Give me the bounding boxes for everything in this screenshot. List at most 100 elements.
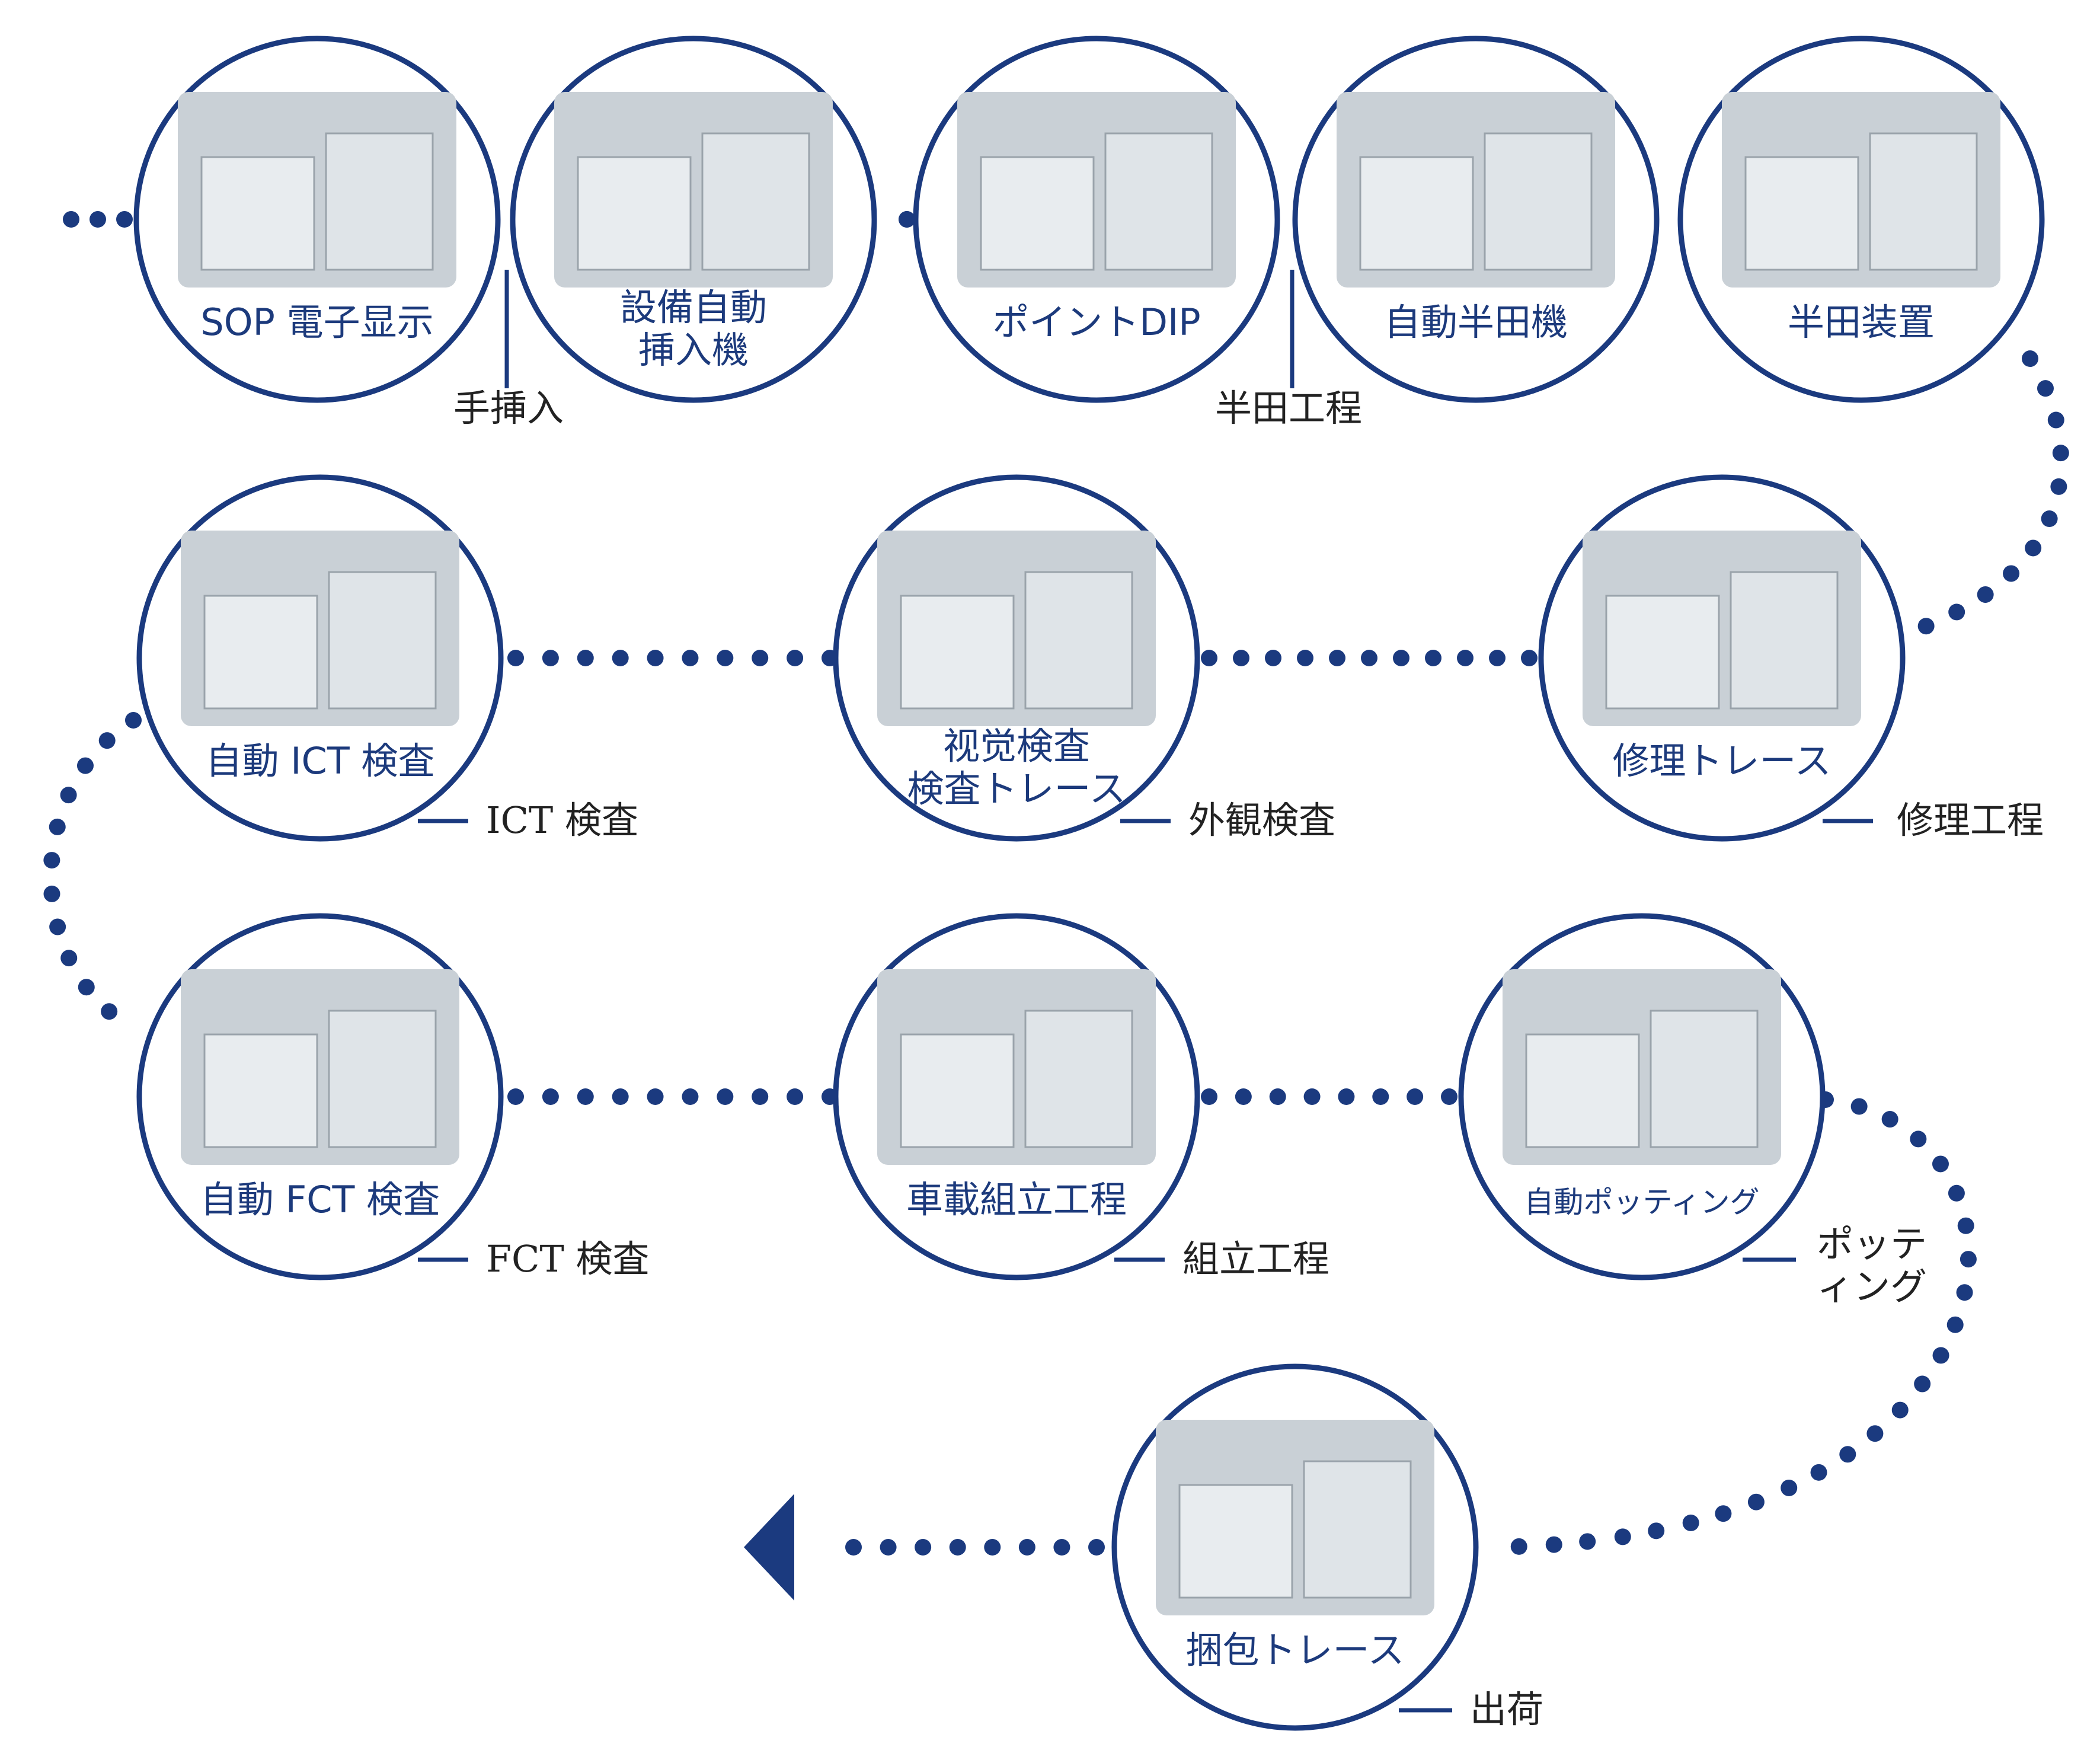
station-potting: 自動ポッティング xyxy=(1458,913,1826,1280)
path-dot xyxy=(1917,618,1935,635)
station-label: 検査トレース xyxy=(907,767,1126,810)
path-dot xyxy=(60,950,78,967)
path-dot xyxy=(1407,1088,1424,1105)
path-dot xyxy=(1891,1401,1909,1419)
path-dot xyxy=(2041,510,2058,528)
path-dot xyxy=(1682,1514,1699,1531)
path-dot xyxy=(1614,1528,1631,1545)
path-dot xyxy=(717,1088,734,1105)
path-dot xyxy=(1457,650,1473,666)
path-dot xyxy=(1747,1493,1765,1510)
path-dot xyxy=(1977,586,1994,603)
path-dot xyxy=(647,650,664,666)
path-dot xyxy=(1960,1251,1977,1268)
machine-shape xyxy=(1744,156,1859,271)
stage-label: ィング xyxy=(1817,1265,1927,1308)
path-dot xyxy=(2025,539,2042,557)
path-dot xyxy=(116,211,133,228)
arrow-head-icon xyxy=(744,1494,794,1601)
path-dot xyxy=(2003,565,2020,582)
stage-label: 出荷 xyxy=(1470,1688,1543,1731)
path-dot xyxy=(1521,650,1538,666)
leader-lines: 手挿入半田工程ICT 検査外観検査修理工程FCT 検査組立工程ポッティング出荷 xyxy=(418,270,2044,1731)
path-dot xyxy=(899,211,915,228)
path-dot xyxy=(43,885,60,902)
machine-shape xyxy=(1730,571,1839,710)
machine-shape xyxy=(1024,571,1133,710)
path-dot xyxy=(787,1088,804,1105)
station-label: 视觉検査 xyxy=(943,724,1090,768)
path-dot xyxy=(1088,1539,1105,1556)
path-dot xyxy=(1361,650,1377,666)
machine-shape xyxy=(1104,132,1213,271)
stage-label: FCT 検査 xyxy=(486,1237,650,1280)
machine-shape xyxy=(203,595,318,710)
path-dot xyxy=(1579,1533,1596,1550)
path-dot xyxy=(1425,650,1441,666)
path-dot xyxy=(78,979,95,996)
path-dot xyxy=(507,650,524,666)
path-dot xyxy=(752,650,769,666)
path-dot xyxy=(1297,650,1313,666)
path-dot xyxy=(76,757,94,774)
path-dot xyxy=(1910,1130,1927,1148)
stage-label: ICT 検査 xyxy=(486,799,638,842)
machine-shape xyxy=(980,156,1095,271)
station-label: 車載組立工程 xyxy=(906,1178,1127,1221)
path-dot xyxy=(1839,1446,1856,1463)
machine-shape xyxy=(1869,132,1978,271)
path-dot xyxy=(752,1088,769,1105)
machine-shape xyxy=(900,1033,1015,1148)
path-dot xyxy=(2050,478,2067,495)
machine-shape xyxy=(701,132,810,271)
station-auto-fct: 自動 FCT 検査 xyxy=(136,913,504,1280)
flow-arrow xyxy=(744,1494,794,1601)
path-dot xyxy=(507,1088,524,1105)
path-dot xyxy=(984,1539,1001,1556)
path-dot xyxy=(1957,1217,1974,1234)
station-label: ポイントDIP xyxy=(992,301,1200,344)
station-assembly: 車載組立工程 xyxy=(833,913,1200,1280)
stage-label: 半田工程 xyxy=(1215,387,1362,430)
path-dot xyxy=(1715,1505,1732,1522)
path-dot xyxy=(1303,1088,1321,1105)
machine-shape xyxy=(1024,1010,1133,1148)
path-dot xyxy=(717,650,734,666)
machine-shape xyxy=(328,571,437,710)
path-dot xyxy=(577,1088,594,1105)
path-dot xyxy=(1946,1316,1964,1333)
station-sop: SOP 電子显示 xyxy=(133,36,501,403)
station-label: 設備自動 xyxy=(620,286,767,329)
path-dot xyxy=(1338,1088,1355,1105)
dotted-flow-path xyxy=(43,211,2069,1556)
path-dot xyxy=(90,211,106,228)
station-repair: 修理トレース xyxy=(1538,474,1906,842)
path-dot xyxy=(1932,1347,1949,1364)
path-dot xyxy=(845,1539,862,1556)
path-dot xyxy=(1393,650,1409,666)
station-label: 自動 FCT 検査 xyxy=(200,1178,440,1221)
path-dot xyxy=(1648,1522,1665,1540)
machine-shape xyxy=(203,1033,318,1148)
station-label: 自動 ICT 検査 xyxy=(206,739,435,783)
station-label: 修理トレース xyxy=(1613,739,1831,783)
machine-shape xyxy=(1650,1010,1759,1148)
stage-label: 修理工程 xyxy=(1897,799,2044,842)
machine-shape xyxy=(577,156,692,271)
machine-shape xyxy=(1359,156,1474,271)
path-dot xyxy=(1265,650,1281,666)
station-solder-device: 半田装置 xyxy=(1677,36,2045,403)
station-label: 捆包トレース xyxy=(1186,1628,1405,1672)
path-dot xyxy=(1914,1375,1931,1393)
path-dot xyxy=(542,1088,559,1105)
path-dot xyxy=(1545,1536,1562,1553)
station-label: SOP 電子显示 xyxy=(200,301,433,344)
station-auto-ict: 自動 ICT 検査 xyxy=(136,474,504,842)
path-dot xyxy=(880,1539,897,1556)
path-dot xyxy=(1781,1479,1798,1496)
path-dot xyxy=(682,650,699,666)
path-dot xyxy=(612,1088,629,1105)
machine-shape xyxy=(1178,1484,1293,1599)
